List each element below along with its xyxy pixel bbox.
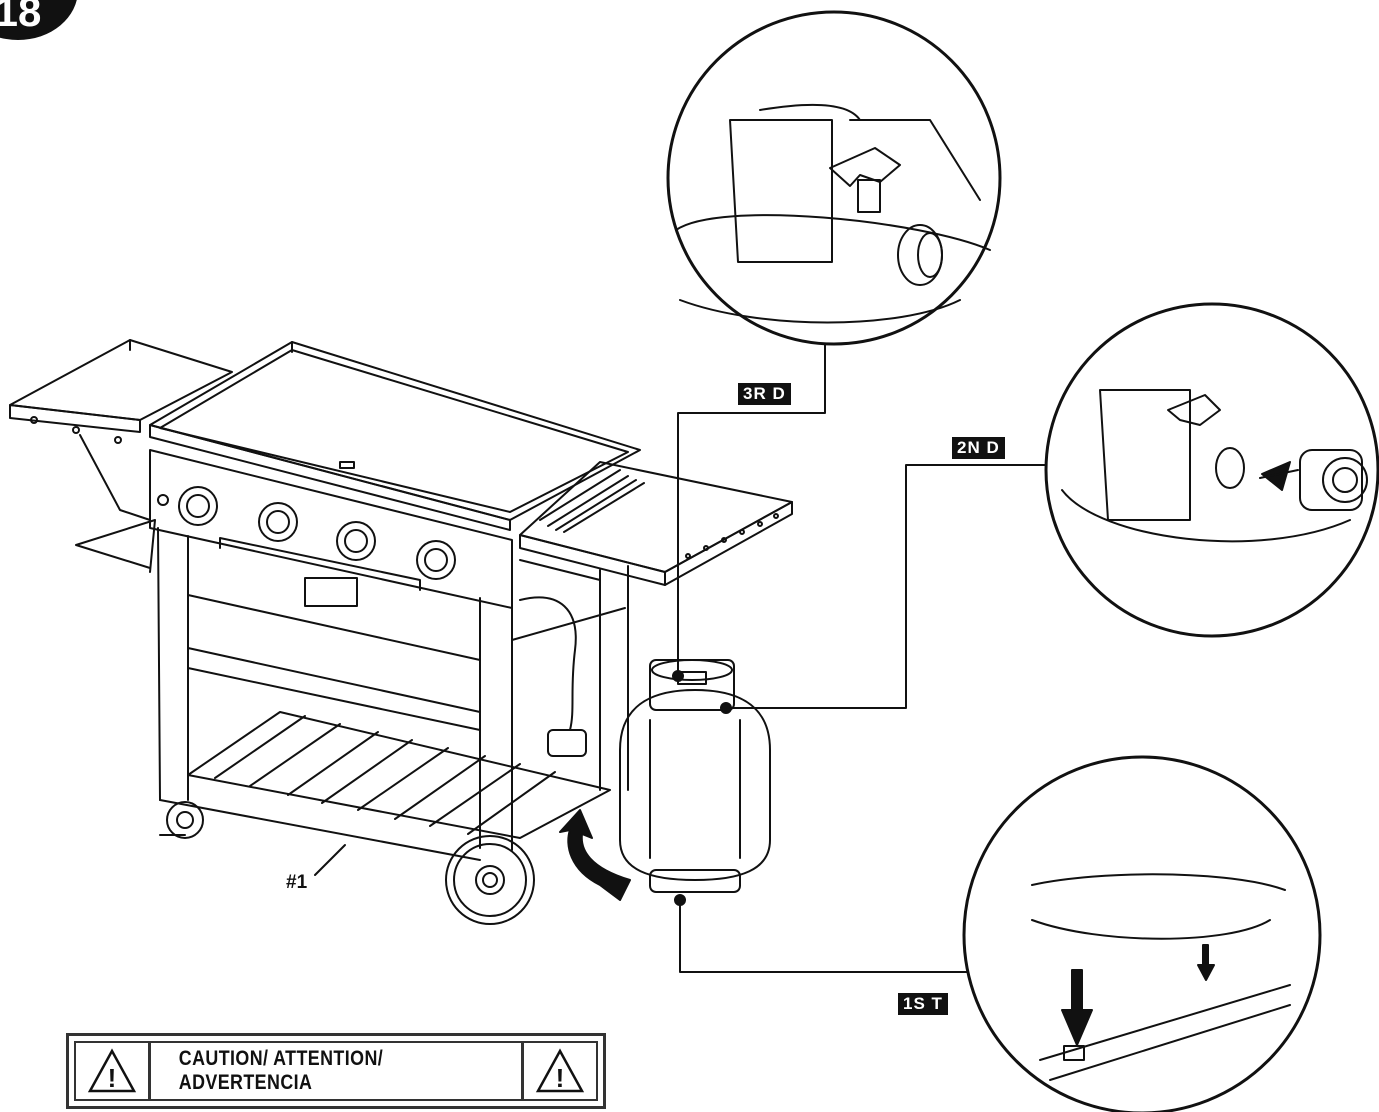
detail-circle-third: [666, 10, 1002, 346]
warning-triangle-icon: !: [521, 1043, 596, 1099]
right-side-shelf: [519, 461, 793, 586]
detail-circle-second: [1044, 302, 1379, 638]
regulator-hose: [519, 596, 587, 757]
part-number-label: #1: [286, 872, 308, 893]
leader-lines: [672, 343, 1047, 973]
griddle-grill: [9, 339, 793, 925]
step-number: 18: [0, 0, 42, 35]
svg-text:!: !: [556, 1063, 565, 1093]
griddle-top: [149, 341, 641, 531]
callout-label-first: 1S T: [898, 993, 948, 1015]
callout-label-second: 2N D: [952, 437, 1005, 459]
bottom-shelf: [159, 711, 611, 861]
cart-frame: [157, 527, 629, 851]
step-number-badge: 18: [0, 0, 78, 40]
caution-banner: ! CAUTION/ ATTENTION/ ADVERTENCIA !: [66, 1033, 606, 1109]
control-panel: [149, 449, 513, 609]
propane-tank: [619, 659, 771, 893]
callout-label-third: 3R D: [738, 383, 791, 405]
left-side-shelf: [9, 339, 233, 573]
svg-text:!: !: [108, 1063, 117, 1093]
detail-circle-first: [962, 755, 1322, 1112]
warning-triangle-icon: !: [76, 1043, 151, 1099]
caution-text: CAUTION/ ATTENTION/ ADVERTENCIA: [178, 1047, 384, 1094]
insert-arrow-icon: [559, 809, 631, 901]
wheels: [159, 801, 535, 925]
